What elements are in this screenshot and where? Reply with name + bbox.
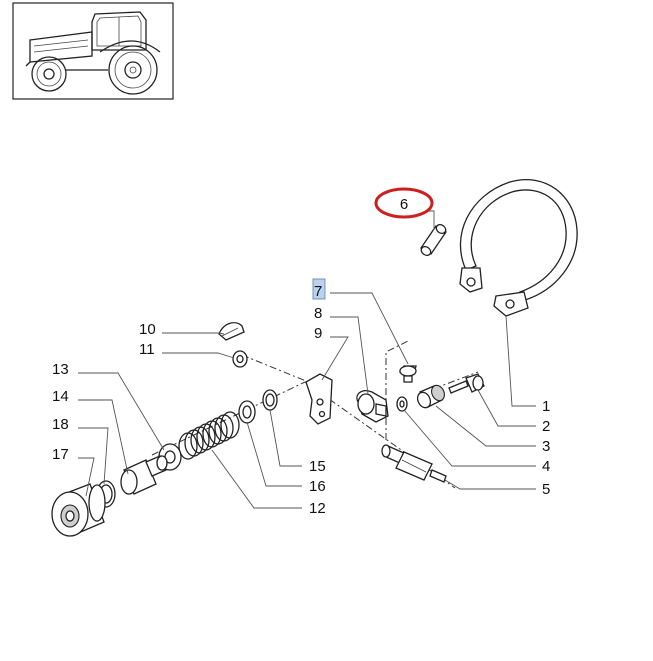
callout-13[interactable]: 13 <box>52 361 69 378</box>
callout-4[interactable]: 4 <box>542 458 550 475</box>
callout-17[interactable]: 17 <box>52 446 69 463</box>
spring-part[interactable] <box>178 411 240 460</box>
small-washer-part[interactable] <box>232 350 248 368</box>
callout-10[interactable]: 10 <box>139 321 156 338</box>
callout-7[interactable]: 7 <box>314 283 322 300</box>
callout-1[interactable]: 1 <box>542 398 550 415</box>
cap-part[interactable] <box>51 483 106 537</box>
callout-15[interactable]: 15 <box>309 458 326 475</box>
screw-part[interactable] <box>398 365 417 383</box>
callout-labels: 6 7 8 9 10 11 13 14 18 17 1 2 3 4 5 15 1… <box>52 196 550 517</box>
callout-8[interactable]: 8 <box>314 305 322 322</box>
shaft-part[interactable] <box>381 444 447 483</box>
callout-14[interactable]: 14 <box>52 388 69 405</box>
callout-18[interactable]: 18 <box>52 416 69 433</box>
bracket-part[interactable] <box>356 390 389 423</box>
callout-6[interactable]: 6 <box>400 196 408 213</box>
callout-11[interactable]: 11 <box>139 341 155 358</box>
thumbnail-panel[interactable] <box>12 2 174 100</box>
lever-part[interactable] <box>305 373 333 425</box>
clamp-ring-part[interactable] <box>459 179 578 317</box>
circlip-part[interactable] <box>262 389 278 411</box>
highlight-circle <box>374 187 434 219</box>
callout-9[interactable]: 9 <box>314 325 322 342</box>
piston-part[interactable] <box>120 455 168 495</box>
callout-3[interactable]: 3 <box>542 438 550 455</box>
callout-2[interactable]: 2 <box>542 418 550 435</box>
washer-part[interactable] <box>396 396 408 412</box>
callout-5[interactable]: 5 <box>542 481 550 498</box>
leader-lines <box>78 210 536 509</box>
bushing-part[interactable] <box>415 383 447 410</box>
ring-part[interactable] <box>238 400 256 424</box>
cotter-pin-part[interactable] <box>218 322 245 341</box>
tractor-icon <box>25 11 161 95</box>
callout-16[interactable]: 16 <box>309 478 326 495</box>
selected-callout-box <box>312 278 326 300</box>
bolt-part[interactable] <box>448 373 485 394</box>
callout-12[interactable]: 12 <box>309 500 326 517</box>
pin-part[interactable] <box>420 223 448 257</box>
